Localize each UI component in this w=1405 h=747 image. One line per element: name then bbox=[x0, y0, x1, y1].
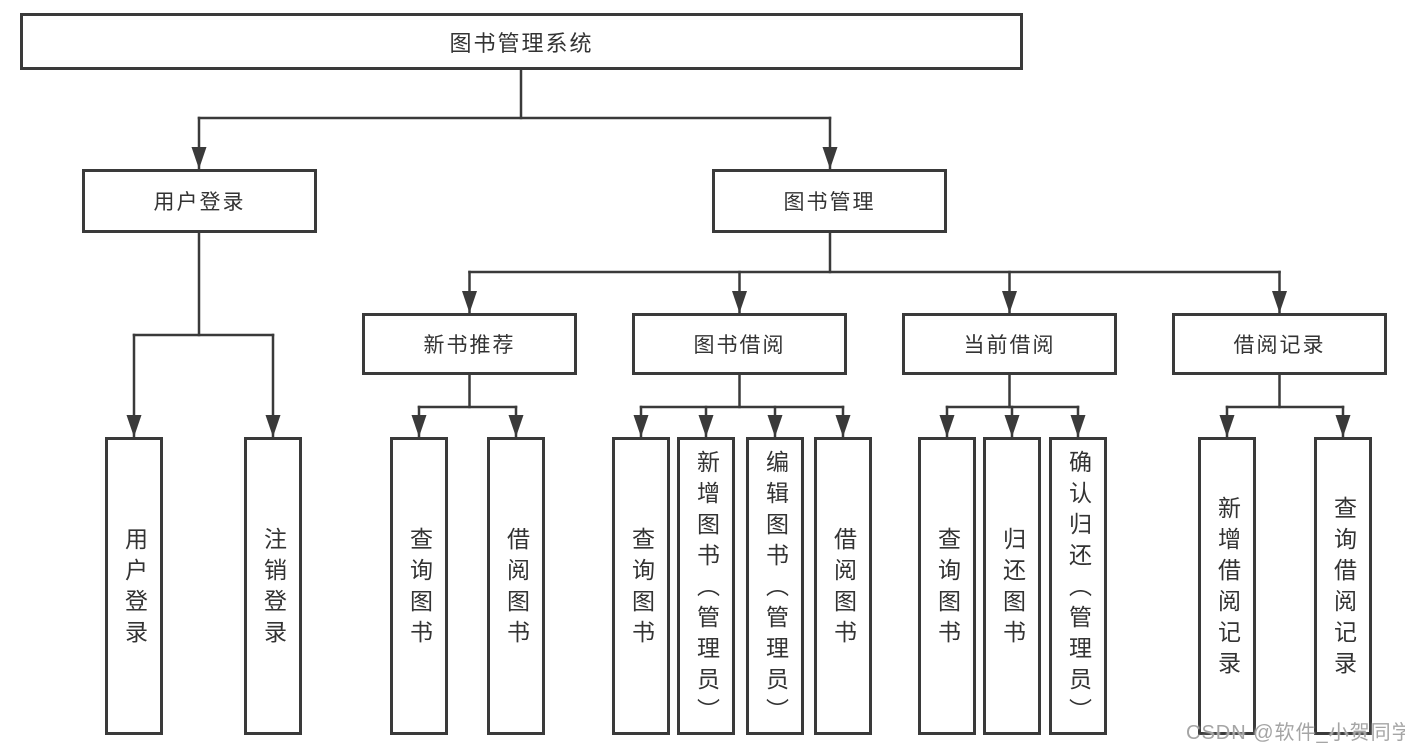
node-library-management-system: 图书管理系统 bbox=[20, 13, 1023, 70]
node-book-management: 图书管理 bbox=[712, 169, 947, 233]
node-current-borrow: 当前借阅 bbox=[902, 313, 1117, 375]
leaf-query-borrow-record: 查询借阅记录 bbox=[1314, 437, 1372, 735]
node-new-book-recommend: 新书推荐 bbox=[362, 313, 577, 375]
leaf-query-books-recommend: 查询图书 bbox=[390, 437, 448, 735]
leaf-logout: 注销登录 bbox=[244, 437, 302, 735]
leaf-edit-books-admin: 编辑图书（管理员） bbox=[746, 437, 804, 735]
leaf-user-login: 用户登录 bbox=[105, 437, 163, 735]
leaf-borrow-books: 借阅图书 bbox=[814, 437, 872, 735]
csdn-watermark: CSDN @软件_小贺同学 bbox=[1186, 722, 1405, 744]
leaf-query-books-current: 查询图书 bbox=[918, 437, 976, 735]
leaf-query-books-borrow: 查询图书 bbox=[612, 437, 670, 735]
leaf-return-books: 归还图书 bbox=[983, 437, 1041, 735]
node-book-borrow: 图书借阅 bbox=[632, 313, 847, 375]
node-user-login: 用户登录 bbox=[82, 169, 317, 233]
leaf-confirm-return-admin: 确认归还（管理员） bbox=[1049, 437, 1107, 735]
node-borrow-records: 借阅记录 bbox=[1172, 313, 1387, 375]
leaf-add-borrow-record: 新增借阅记录 bbox=[1198, 437, 1256, 735]
leaf-borrow-books-recommend: 借阅图书 bbox=[487, 437, 545, 735]
leaf-add-books-admin: 新增图书（管理员） bbox=[677, 437, 735, 735]
